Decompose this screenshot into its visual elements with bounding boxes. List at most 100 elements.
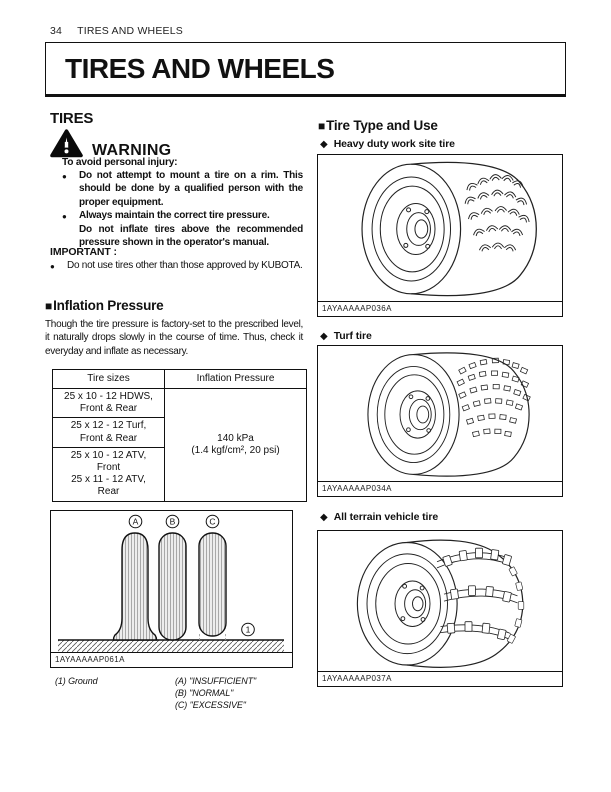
tread-profile-insufficient <box>112 531 157 641</box>
caption-excessive: (C) "EXCESSIVE" <box>175 699 246 710</box>
marker-b-label: B <box>169 516 175 526</box>
page-header-chapter: TIRES AND WHEELS <box>77 25 183 37</box>
figure-code-label: 1AYAAAAAP037A <box>318 671 562 686</box>
figure-heading-turf: ◆ Turf tire <box>320 330 372 342</box>
tire-figure-heavy-duty: 1AYAAAAAP036A <box>317 154 563 317</box>
tire-figure-atv: 1AYAAAAAP037A <box>317 530 563 687</box>
chapter-title-box: TIRES AND WHEELS <box>45 42 566 97</box>
table-row: 25 x 10 - 12 HDWS, Front & Rear 140 kPa … <box>52 387 307 502</box>
inflation-pressure-section: ■ Inflation Pressure Though the tire pre… <box>45 298 303 358</box>
tire-size-cell: 25 x 10 - 12 HDWS, Front & Rear <box>52 387 165 419</box>
chevron-tread-pattern <box>462 173 531 252</box>
tire-type-heading-text: Tire Type and Use <box>326 118 438 133</box>
hub-inner-ring <box>408 398 432 430</box>
marker-ground-label: 1 <box>245 624 250 634</box>
tire-size-cell: 25 x 10 - 12 ATV, Front 25 x 11 - 12 ATV… <box>52 446 165 502</box>
tire-face-outline <box>366 353 460 475</box>
warning-body: To avoid personal injury: ● Do not attem… <box>62 157 303 249</box>
pressure-cell: 140 kPa (1.4 kgf/cm², 20 psi) <box>164 388 307 502</box>
caption-ground: (1) Ground <box>55 676 98 686</box>
pressure-value: 140 kPa <box>217 432 254 444</box>
inflation-heading-text: Inflation Pressure <box>53 298 164 313</box>
tire-size-line: 25 x 10 - 12 ATV, <box>70 449 147 461</box>
hub-center <box>411 595 423 611</box>
tire-illustration-atv <box>318 531 562 672</box>
tire-size-line: Front & Rear <box>79 403 138 415</box>
marker-a-label: A <box>132 516 138 526</box>
figure-heading-atv: ◆ All terrain vehicle tire <box>320 511 438 523</box>
sidewall-ring <box>366 552 448 654</box>
rim-ring <box>379 185 445 272</box>
warning-bullet-text: Always maintain the correct tire pressur… <box>79 210 270 222</box>
warning-lead: To avoid personal injury: <box>62 157 178 168</box>
figure-heading-heavy-duty: ◆ Heavy duty work site tire <box>320 138 455 150</box>
bullet-icon: ● <box>62 212 67 222</box>
hub-inner-ring <box>405 211 431 246</box>
tire-illustration-heavy-duty <box>318 155 562 302</box>
hub-center <box>413 218 428 239</box>
hub-inner-ring <box>403 588 426 618</box>
square-bullet-icon: ■ <box>318 118 326 133</box>
figure-heading-text: Heavy duty work site tire <box>333 138 455 150</box>
sidewall-ring <box>371 175 451 282</box>
marker-c-label: C <box>209 516 215 526</box>
tire-size-line: 25 x 11 - 12 ATV, <box>71 474 146 486</box>
pressure-alt-units: (1.4 kgf/cm², 20 psi) <box>191 444 280 456</box>
tread-figure-canvas: A B C 1 <box>51 511 292 653</box>
rim-ring <box>383 373 444 455</box>
tire-figure-turf: 1AYAAAAAP034A <box>317 345 563 497</box>
tread-profile-normal <box>157 531 187 641</box>
important-label: IMPORTANT : <box>50 246 117 258</box>
marker-circle-a <box>128 514 142 528</box>
page-header: 34 TIRES AND WHEELS <box>50 25 183 37</box>
contact-gap-dashes <box>198 633 226 640</box>
pressure-table: Tire sizes Inflation Pressure 25 x 10 - … <box>52 369 307 502</box>
rim-ring <box>374 562 441 644</box>
inflation-body: Though the tire pressure is factory-set … <box>45 319 303 357</box>
ground-hatch <box>57 639 284 652</box>
figure-heading-text: All terrain vehicle tire <box>333 511 439 523</box>
table-row: 25 x 12 - 12 Turf, Front & Rear <box>52 417 307 448</box>
inflation-heading: ■ Inflation Pressure <box>45 298 303 313</box>
table-header-row: Tire sizes Inflation Pressure <box>52 369 307 389</box>
tire-illustration-turf <box>318 346 562 482</box>
important-bullet-text: Do not use tires other than those approv… <box>67 260 303 271</box>
tire-outer-silhouette <box>410 161 537 296</box>
diamond-icon: ◆ <box>320 511 328 523</box>
hub-ring <box>395 202 436 255</box>
tread-figure: A B C 1 1AYAAAAAP061A <box>50 510 293 668</box>
marker-circle-ground <box>240 622 255 636</box>
caption-insufficient: (A) "INSUFFICIENT" <box>175 676 257 686</box>
marker-circle-b <box>165 514 179 528</box>
chapter-title: TIRES AND WHEELS <box>65 52 335 84</box>
figure-code-label: 1AYAAAAAP034A <box>318 481 562 496</box>
figure-heading-text: Turf tire <box>333 330 372 342</box>
tire-outer-silhouette <box>412 351 530 477</box>
square-bullet-icon: ■ <box>45 298 53 313</box>
hub-ring <box>394 580 430 627</box>
warning-header: WARNING <box>50 129 172 159</box>
figure-code-label: 1AYAAAAAP061A <box>51 652 292 667</box>
important-bullet-item: ● Do not use tires other than those appr… <box>50 259 303 273</box>
tire-size-line: 25 x 12 - 12 Turf, <box>70 420 147 432</box>
warning-title: WARNING <box>92 142 172 159</box>
figure-code-label: 1AYAAAAAP036A <box>318 301 562 316</box>
tire-size-line: Front <box>96 462 121 474</box>
warning-bullet-text: Do not attempt to mount a tire on a rim.… <box>79 170 303 208</box>
tire-size-cell: 25 x 12 - 12 Turf, Front & Rear <box>52 417 165 448</box>
diamond-icon: ◆ <box>320 138 328 150</box>
tire-type-heading: ■ Tire Type and Use <box>318 118 438 133</box>
tire-size-line: 25 x 10 - 12 HDWS, <box>64 391 153 402</box>
table-header-inflation-pressure: Inflation Pressure <box>164 369 307 389</box>
warning-bullet-item: ● Always maintain the correct tire press… <box>62 209 303 249</box>
hub-ring <box>399 389 436 439</box>
warning-bullet-item: ● Do not attempt to mount a tire on a ri… <box>62 169 303 209</box>
important-block: IMPORTANT : ● Do not use tires other tha… <box>50 246 303 273</box>
tread-profile-excessive <box>197 531 227 637</box>
warning-triangle-icon <box>50 129 83 158</box>
diamond-icon: ◆ <box>320 330 328 342</box>
tire-face-outline <box>356 541 458 666</box>
section-heading-tires: TIRES <box>50 110 94 127</box>
tire-face-outline <box>360 163 461 294</box>
